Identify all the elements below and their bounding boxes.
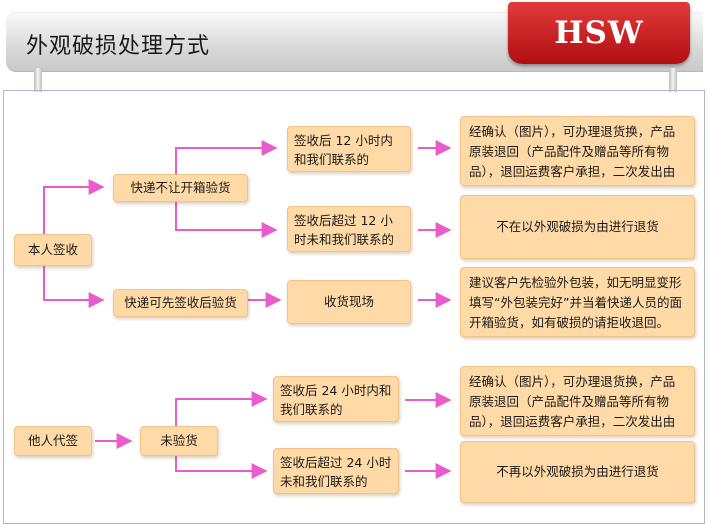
self-receipt-node: 本人签收 xyxy=(14,234,92,266)
proxy-receipt-node: 他人代签 xyxy=(14,426,92,456)
connector-no-open-to-over xyxy=(175,188,278,238)
within-12h-result: 经确认（图片），可办理退货换，产品原装退回（产品配件及赠品等所有物品），退回运费… xyxy=(460,116,695,186)
receipt-site-node: 收货现场 xyxy=(287,280,411,324)
check-first-result: 建议客户先检验外包装，如无明显变形填写“外包装完好”并当着快递人员的面开箱验货，… xyxy=(460,267,695,337)
within-24h-result: 经确认（图片），可办理退货换，产品原装退回（产品配件及赠品等所有物品），退回运费… xyxy=(460,366,695,436)
over-24h-node: 签收后超过 24 小时未和我们联系的 xyxy=(273,448,399,494)
connector-self-to-no-open xyxy=(43,179,105,235)
flowchart-panel xyxy=(3,90,705,524)
logo-text: HSW xyxy=(554,15,644,51)
over-12h-node: 签收后超过 12 小时未和我们联系的 xyxy=(287,206,411,252)
page-header: 外观破损处理方式 HSW xyxy=(0,0,709,92)
brand-logo: HSW xyxy=(508,2,690,64)
unchecked-node: 未验货 xyxy=(140,426,218,456)
connector-unchecked-to-within xyxy=(175,391,268,426)
check-first-node: 快递可先签收后验货 xyxy=(113,289,248,317)
header-pillar-right xyxy=(669,68,677,92)
over-24h-result: 不再以外观破损为由进行退货 xyxy=(460,441,695,503)
header-pillar-left xyxy=(34,68,42,92)
within-24h-node: 签收后 24 小时内和我们联系的 xyxy=(273,376,399,422)
connector-unchecked-to-over xyxy=(175,456,268,479)
page-title: 外观破损处理方式 xyxy=(26,34,211,59)
within-12h-node: 签收后 12 小时内和我们联系的 xyxy=(287,126,411,172)
no-open-node: 快递不让开箱验货 xyxy=(113,174,248,202)
over-12h-result: 不在以外观破损为由进行退货 xyxy=(460,195,695,259)
connector-self-to-check-first xyxy=(43,265,105,308)
